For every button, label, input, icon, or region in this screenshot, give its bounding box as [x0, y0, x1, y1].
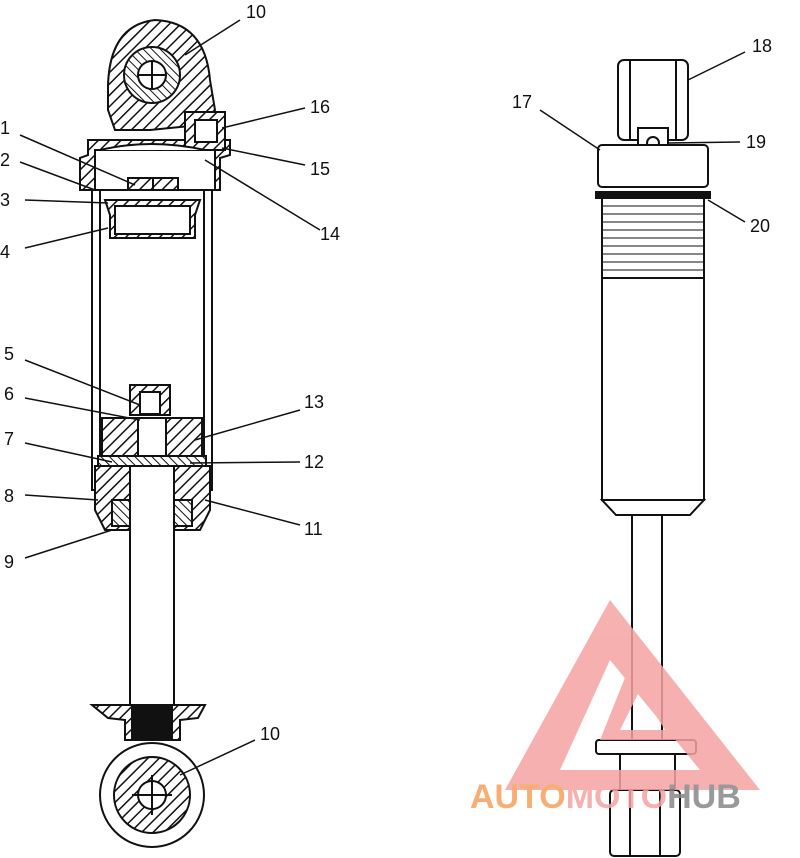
callout-18: 18: [752, 36, 772, 56]
watermark-logo: AUTOMOTOHUB: [470, 600, 760, 816]
callout-10-bottom: 10: [260, 724, 280, 744]
callout-6: 6: [4, 384, 14, 404]
callout-14: 14: [320, 224, 340, 244]
callout-3: 3: [0, 190, 10, 210]
callout-16: 16: [310, 97, 330, 117]
callout-labels: 10 1 2 3 4 16 15 14 5 6 7 8 9 13 12 11 1…: [0, 2, 772, 744]
callout-12: 12: [304, 452, 324, 472]
callout-10-top: 10: [246, 2, 266, 22]
callout-9: 9: [4, 552, 14, 572]
callout-19: 19: [746, 132, 766, 152]
callout-7: 7: [4, 429, 14, 449]
lower-body: [601, 277, 705, 501]
callout-20: 20: [750, 216, 770, 236]
callout-17: 17: [512, 92, 532, 112]
watermark-triangle-icon: [505, 600, 760, 790]
callout-8: 8: [4, 486, 14, 506]
watermark-auto: AUTO: [470, 778, 566, 816]
watermark-hub: HUB: [667, 778, 741, 816]
cap-17: [597, 144, 709, 188]
callout-5: 5: [4, 344, 14, 364]
leader-lines: [19, 19, 746, 776]
callout-2: 2: [0, 150, 10, 170]
piston-shaft: [129, 465, 175, 707]
callout-11: 11: [304, 519, 323, 539]
watermark-moto: MOTO: [566, 778, 667, 816]
callout-1: 1: [0, 118, 10, 138]
callout-15: 15: [310, 159, 330, 179]
cutaway-shock: [79, 18, 231, 848]
callout-13: 13: [304, 392, 324, 412]
svg-text:AUTOMOTOHUB: AUTOMOTOHUB: [470, 778, 741, 816]
callout-4: 4: [0, 242, 10, 262]
